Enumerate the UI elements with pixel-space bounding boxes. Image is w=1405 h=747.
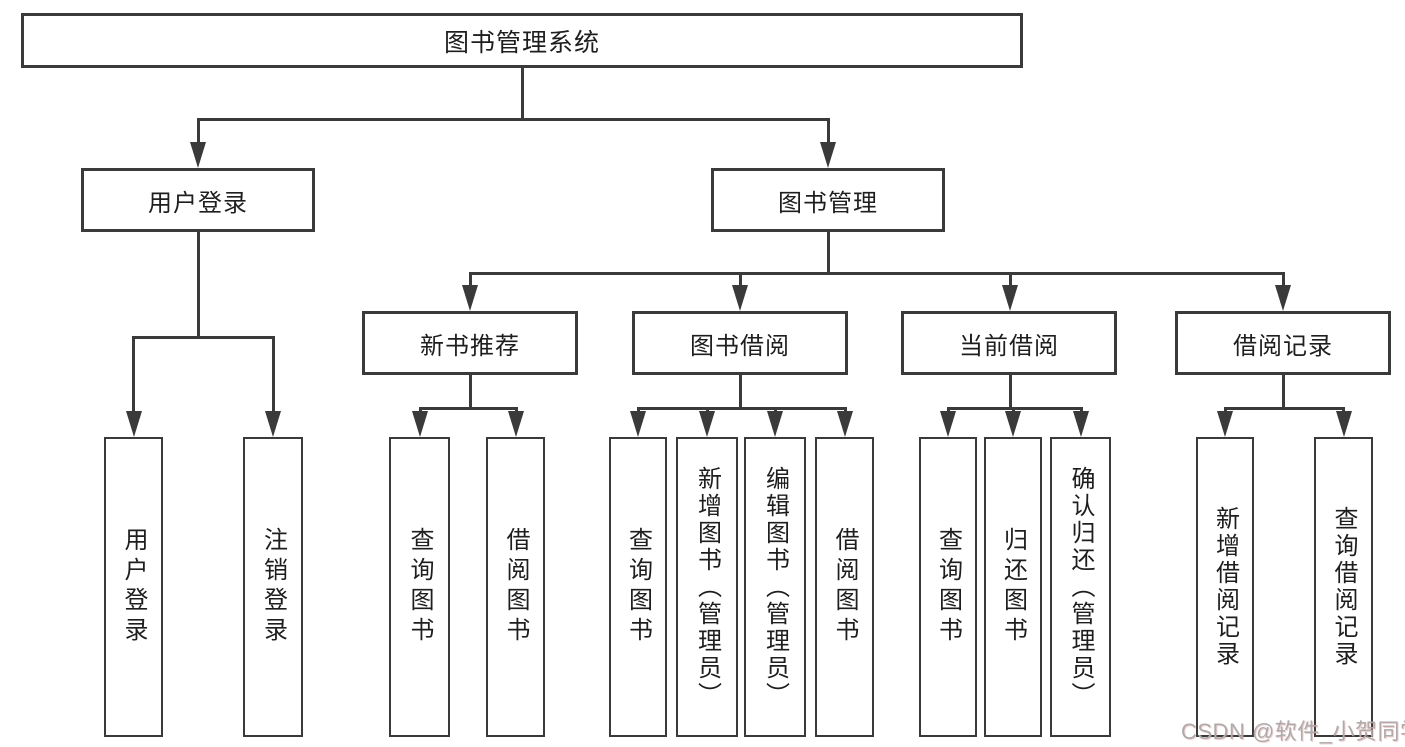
arrow-to-return-books: [1005, 411, 1021, 437]
leaf-user-login-label: 用户登录: [120, 527, 147, 647]
leaf-borrow-books-label: 借阅图书: [831, 527, 858, 647]
leaf-return-books: 归还图书: [984, 437, 1042, 737]
node-user-login: 用户登录: [81, 168, 315, 232]
leaf-borrow-books-recommend-label: 借阅图书: [502, 527, 529, 647]
connector-current-rail: [946, 407, 1083, 410]
connector-borrowing-stem-1: [636, 407, 640, 413]
connector-borrowing-drop: [738, 375, 742, 407]
connector-l2-rail: [468, 272, 1285, 275]
connector-recommend-drop: [468, 375, 472, 407]
node-book-borrowing: 图书借阅: [632, 311, 848, 375]
connector-records-stem-1: [1223, 407, 1227, 413]
connector-l2-stem-4: [1281, 272, 1285, 287]
leaf-query-books-recommend: 查询图书: [389, 437, 450, 737]
connector-current-drop: [1008, 375, 1012, 407]
arrow-to-user-login: [190, 142, 206, 168]
node-root: 图书管理系统: [21, 13, 1023, 68]
leaf-add-borrow-record: 新增借阅记录: [1196, 437, 1254, 737]
node-book-management: 图书管理: [711, 168, 945, 232]
leaf-add-book-admin: 新增图书（管理员）: [676, 437, 738, 737]
leaf-query-books-borrowing-label: 查询图书: [624, 527, 652, 647]
connector-records-drop: [1281, 375, 1285, 407]
leaf-query-borrow-record: 查询借阅记录: [1314, 437, 1373, 737]
leaf-confirm-return-admin: 确认归还（管理员）: [1050, 437, 1111, 737]
arrow-to-borrow-books-recommend: [508, 411, 524, 437]
connector-book-mgmt-drop: [826, 232, 830, 272]
leaf-add-borrow-record-label: 新增借阅记录: [1211, 506, 1239, 668]
connector-current-stem-1: [946, 407, 950, 413]
node-current-borrowing: 当前借阅: [901, 311, 1117, 375]
arrow-to-confirm-return-admin: [1073, 411, 1089, 437]
arrow-to-add-borrow-record: [1217, 411, 1233, 437]
leaf-query-books-current: 查询图书: [919, 437, 977, 737]
arrow-to-query-books-borrowing: [630, 411, 646, 437]
arrow-to-new-book-recommend: [462, 285, 478, 311]
arrow-to-query-books-recommend: [412, 411, 428, 437]
node-new-book-recommend: 新书推荐: [362, 311, 578, 375]
leaf-edit-book-admin-label: 编辑图书（管理员）: [761, 465, 789, 709]
arrow-to-leaf-user-login: [125, 411, 142, 437]
connector-records-stem-2: [1342, 407, 1345, 413]
leaf-user-login: 用户登录: [104, 437, 163, 737]
leaf-borrow-books-recommend: 借阅图书: [486, 437, 545, 737]
leaf-query-books-recommend-label: 查询图书: [406, 527, 433, 647]
connector-l2-stem-2: [738, 272, 742, 287]
csdn-watermark: CSDN @软件_小贺同学: [1181, 719, 1405, 744]
arrow-to-edit-book-admin: [767, 411, 783, 437]
connector-borrowing-stem-2: [705, 407, 709, 413]
leaf-query-borrow-record-label: 查询借阅记录: [1330, 506, 1357, 668]
leaf-return-books-label: 归还图书: [999, 527, 1027, 647]
leaf-borrow-books: 借阅图书: [815, 437, 874, 737]
connector-borrowing-stem-3: [773, 407, 777, 413]
connector-user-login-rail: [132, 336, 275, 339]
node-current-borrowing-label: 当前借阅: [959, 332, 1059, 360]
leaf-query-books-current-label: 查询图书: [934, 527, 962, 647]
connector-recommend-rail: [418, 407, 518, 410]
arrow-to-add-book-admin: [699, 411, 715, 437]
node-book-borrowing-label: 图书借阅: [690, 332, 790, 360]
arrow-to-borrow-records: [1275, 285, 1291, 311]
connector-l2-stem-1: [468, 272, 472, 287]
leaf-confirm-return-admin-label: 确认归还（管理员）: [1067, 465, 1094, 709]
connector-recommend-stem-2: [514, 407, 518, 413]
connector-recommend-stem-1: [418, 407, 422, 413]
node-root-label: 图书管理系统: [443, 28, 600, 57]
connector-current-stem-2: [1011, 407, 1015, 413]
connector-l1-left-stem: [196, 118, 200, 145]
connector-current-stem-3: [1079, 407, 1083, 413]
connector-user-login-drop: [196, 232, 200, 336]
connector-borrowing-stem-4: [843, 407, 847, 413]
arrow-to-book-borrowing: [732, 285, 748, 311]
node-new-book-recommend-label: 新书推荐: [420, 332, 520, 360]
arrow-to-query-books-current: [940, 411, 956, 437]
connector-borrowing-rail: [636, 407, 847, 410]
node-user-login-label: 用户登录: [148, 189, 248, 217]
node-borrow-records-label: 借阅记录: [1233, 332, 1333, 360]
connector-user-login-stem-2: [271, 336, 275, 413]
arrow-to-leaf-logout: [265, 411, 281, 437]
connector-l1-right-stem: [826, 118, 830, 145]
connector-l1-rail: [196, 118, 830, 121]
arrow-to-borrow-books: [837, 411, 853, 437]
leaf-add-book-admin-label: 新增图书（管理员）: [693, 465, 721, 709]
connector-l2-stem-3: [1008, 272, 1012, 287]
arrow-to-current-borrowing: [1002, 285, 1018, 311]
arrow-to-book-management: [820, 142, 836, 168]
connector-user-login-stem-1: [132, 336, 135, 413]
leaf-logout: 注销登录: [243, 437, 303, 737]
leaf-query-books-borrowing: 查询图书: [609, 437, 667, 737]
node-borrow-records: 借阅记录: [1175, 311, 1391, 375]
connector-root-drop: [520, 68, 524, 118]
leaf-edit-book-admin: 编辑图书（管理员）: [744, 437, 806, 737]
connector-records-rail: [1223, 407, 1345, 410]
node-book-management-label: 图书管理: [778, 189, 878, 217]
arrow-to-query-borrow-record: [1335, 411, 1352, 437]
leaf-logout-label: 注销登录: [259, 527, 287, 647]
